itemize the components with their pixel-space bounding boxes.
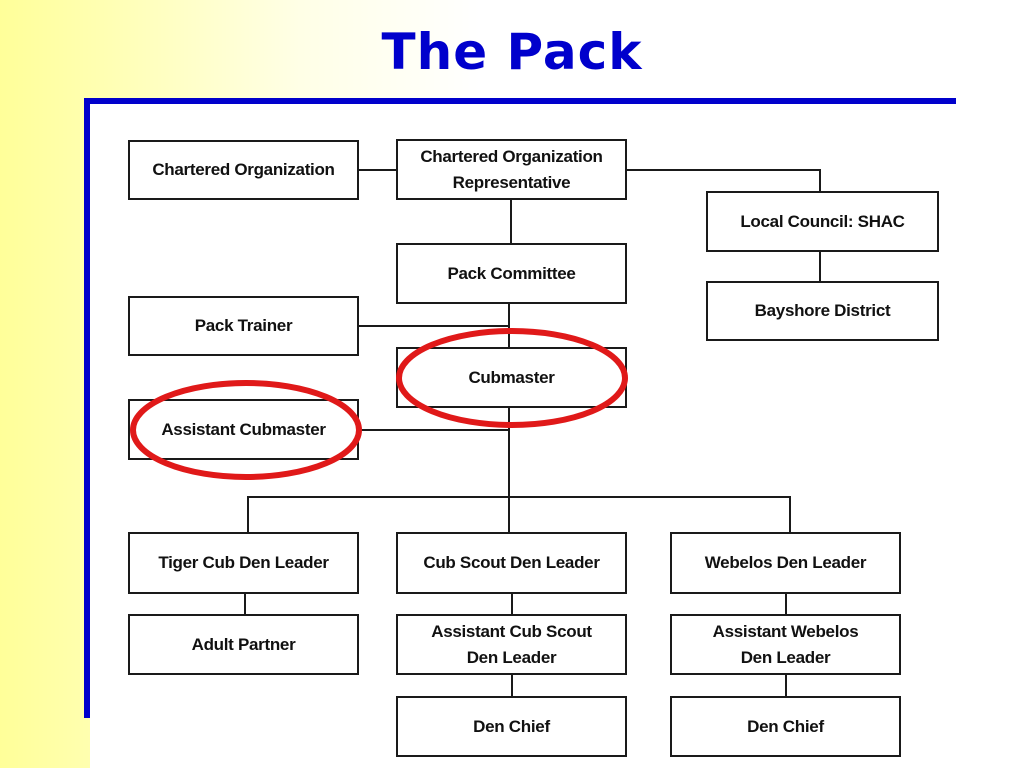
- node-chartered-organization: Chartered Organization: [128, 140, 359, 200]
- node-label: Cub Scout Den Leader: [423, 553, 600, 572]
- node-assistant-cub-scout-den-leader: Assistant Cub Scout Den Leader: [396, 614, 627, 675]
- connector-branch-bar: [247, 496, 791, 533]
- node-chartered-organization-representative: Chartered Organization Representative: [396, 139, 627, 200]
- node-local-council: Local Council: SHAC: [706, 191, 939, 252]
- slide-title: The Pack: [381, 23, 643, 81]
- connector-rep-to-council: [626, 169, 821, 192]
- node-label-line2: Den Leader: [740, 647, 831, 667]
- node-label: Local Council: SHAC: [740, 211, 905, 231]
- node-label-line2: Den Leader: [466, 647, 557, 667]
- node-label: Bayshore District: [754, 301, 891, 320]
- node-label: Cubmaster: [468, 367, 555, 387]
- node-adult-partner: Adult Partner: [128, 614, 359, 675]
- node-pack-trainer: Pack Trainer: [128, 296, 359, 356]
- node-bayshore-district: Bayshore District: [706, 281, 939, 341]
- title-rule-vertical: [84, 98, 90, 718]
- node-webelos-den-leader: Webelos Den Leader: [670, 532, 901, 594]
- node-label: Pack Trainer: [194, 316, 293, 335]
- node-pack-committee: Pack Committee: [396, 243, 627, 304]
- node-den-chief-webelos: Den Chief: [670, 696, 901, 757]
- node-label: Den Chief: [473, 716, 550, 736]
- node-label-line2: Representative: [452, 172, 571, 192]
- node-label: Den Chief: [747, 716, 824, 736]
- node-label: Pack Committee: [447, 263, 576, 283]
- node-label: Assistant Cubmaster: [161, 419, 326, 439]
- node-label-line1: Assistant Cub Scout: [431, 621, 592, 641]
- node-tiger-cub-den-leader: Tiger Cub Den Leader: [128, 532, 359, 594]
- node-label: Chartered Organization: [152, 160, 335, 179]
- node-den-chief-cub-scout: Den Chief: [396, 696, 627, 757]
- node-label: Webelos Den Leader: [704, 553, 867, 572]
- node-assistant-cubmaster: Assistant Cubmaster: [128, 399, 359, 460]
- title-rule-horizontal: [84, 98, 956, 104]
- node-label-line1: Assistant Webelos: [712, 621, 859, 641]
- node-cubmaster: Cubmaster: [396, 347, 627, 408]
- node-label: Tiger Cub Den Leader: [158, 553, 329, 572]
- node-label-line1: Chartered Organization: [420, 146, 603, 166]
- node-cub-scout-den-leader: Cub Scout Den Leader: [396, 532, 627, 594]
- node-label: Adult Partner: [191, 634, 296, 654]
- node-assistant-webelos-den-leader: Assistant Webelos Den Leader: [670, 614, 901, 675]
